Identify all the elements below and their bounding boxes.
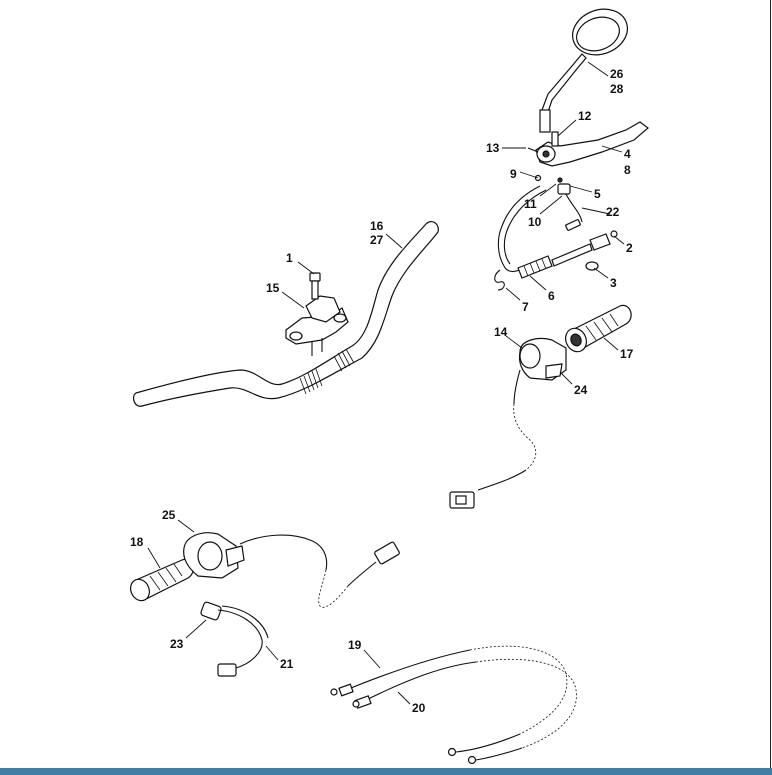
callout-16: 16 (370, 219, 384, 233)
mirror (539, 8, 628, 133)
throttle-cables (330, 645, 577, 765)
switch-harness (200, 601, 269, 677)
callout-20: 20 (412, 701, 426, 715)
callout-12: 12 (578, 109, 592, 123)
callout-1: 1 (286, 251, 293, 265)
callout-23: 23 (170, 637, 184, 651)
callout-18: 18 (130, 535, 144, 549)
handlebar-clamp (285, 295, 349, 356)
callout-27: 27 (370, 233, 384, 247)
callout-9: 9 (510, 167, 517, 181)
right-grip (565, 304, 632, 353)
callout-24: 24 (574, 383, 588, 397)
callout-25: 25 (162, 508, 176, 522)
lever-assembly (527, 121, 649, 182)
callout-17: 17 (620, 347, 634, 361)
callout-28: 28 (610, 82, 624, 96)
callout-10: 10 (528, 215, 542, 229)
callout-26: 26 (610, 67, 624, 81)
clutch-cable (494, 185, 618, 291)
callout-5: 5 (594, 187, 601, 201)
knurl-left (299, 368, 323, 395)
left-switch-housing (183, 532, 400, 608)
right-border (770, 0, 771, 768)
bottom-bar (0, 768, 772, 775)
clutch-switch (557, 177, 583, 231)
clamp-bolt (309, 272, 321, 300)
callout-11: 11 (524, 197, 537, 211)
callout-13: 13 (486, 141, 500, 155)
leader-lines (147, 61, 625, 705)
knurl-right (333, 348, 355, 372)
callout-15: 15 (266, 281, 280, 295)
callout-19: 19 (348, 638, 362, 652)
handlebar (132, 220, 439, 407)
callout-2: 2 (626, 241, 633, 255)
callout-8: 8 (624, 163, 631, 177)
left-grip (130, 558, 194, 602)
callout-14: 14 (494, 325, 508, 339)
callout-3: 3 (610, 276, 617, 290)
right-switch-housing (449, 337, 567, 509)
callout-7: 7 (522, 300, 529, 314)
callout-labels: 1 2 3 4 5 6 7 8 9 10 11 12 13 14 15 16 1… (130, 67, 634, 715)
callout-4: 4 (624, 147, 631, 161)
callout-22: 22 (606, 205, 620, 219)
callout-6: 6 (548, 289, 555, 303)
callout-21: 21 (280, 657, 294, 671)
